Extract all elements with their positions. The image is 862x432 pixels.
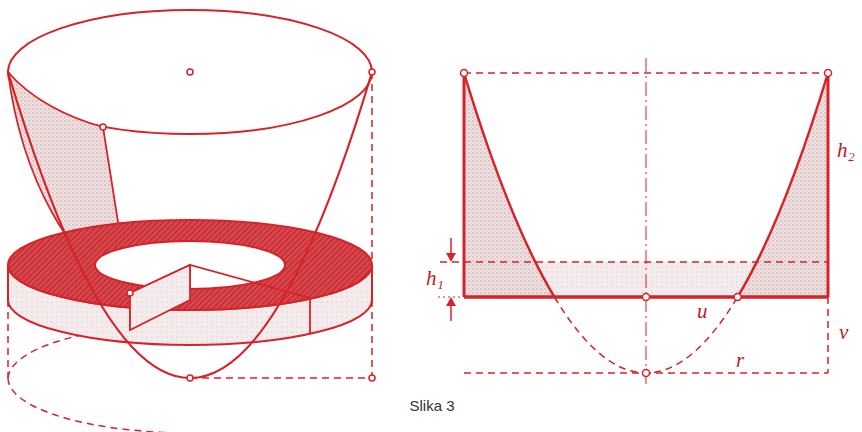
cut-face (130, 265, 190, 330)
axis-line (646, 58, 647, 385)
wall-line (463, 73, 466, 297)
figure-caption: Slika 3 (409, 398, 454, 413)
dashed-line (371, 72, 373, 378)
point (643, 370, 650, 377)
point (100, 124, 106, 130)
cross-section (438, 58, 832, 385)
dashed-arc (8, 378, 190, 432)
point (127, 290, 133, 296)
dotted-line (438, 297, 462, 298)
point (369, 375, 375, 381)
parabola (464, 73, 554, 297)
point (461, 70, 468, 77)
parabola (738, 73, 828, 297)
arrowhead (446, 297, 456, 306)
shaded-region (464, 73, 554, 297)
point (734, 294, 741, 301)
dimension-label: v (839, 322, 848, 343)
point (187, 375, 193, 381)
point (643, 294, 650, 301)
dimension-label: h₂ (837, 140, 855, 161)
point (369, 69, 375, 75)
arrowhead (446, 253, 456, 262)
solid-view (8, 10, 375, 432)
point (187, 69, 193, 75)
dashed-line (440, 261, 828, 263)
shaded-region (738, 73, 828, 297)
wall-line (827, 73, 830, 297)
dashed-line (464, 72, 828, 74)
point (825, 70, 832, 77)
dashed-frame (440, 73, 828, 373)
dimension-label: h₁ (426, 268, 444, 289)
dashed-line (7, 300, 9, 378)
dashed-line (827, 297, 829, 373)
dimension-label: u (697, 301, 708, 322)
paraboloid-outline (8, 72, 372, 378)
dashed-line (190, 377, 372, 379)
dimension-label: r (736, 350, 744, 371)
